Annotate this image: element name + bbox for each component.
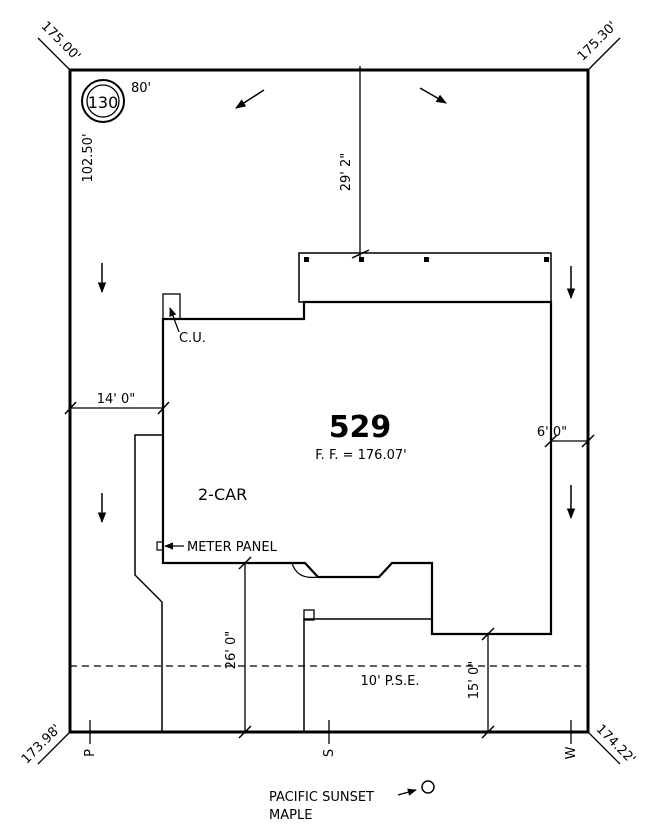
front-setback-label: 15' 0"	[467, 661, 482, 700]
meter-panel-label: METER PANEL	[187, 540, 278, 555]
garage-setback-label: 26' 0"	[224, 631, 239, 670]
lot-boundary	[68, 68, 590, 734]
utility-w-label: W	[564, 746, 579, 759]
patio-post	[304, 257, 309, 262]
rear-setback-label: 29' 2"	[339, 153, 354, 192]
corner-elevation-top-right: 175.30'	[575, 19, 620, 64]
garage-label: 2-CAR	[198, 485, 247, 504]
cu-leader	[169, 307, 180, 333]
easement-label: 10' P.S.E.	[361, 674, 420, 689]
tree-leader	[397, 788, 417, 796]
corner-leaders	[37, 37, 621, 765]
lot-depth-label: 102.50'	[81, 133, 96, 182]
meter-panel-box	[156, 541, 164, 551]
plan-number: 529	[329, 410, 392, 445]
side-walkway	[134, 434, 163, 732]
tree-icon	[421, 780, 435, 794]
house-footprint	[161, 300, 553, 636]
drainage-arrows	[97, 87, 576, 524]
utility-p-label: P	[83, 749, 98, 757]
lot-number: 130	[88, 93, 119, 112]
cu-pad	[162, 293, 181, 320]
tree-label-line2: MAPLE	[269, 808, 312, 823]
drainage-arrow-icon	[419, 87, 447, 104]
lot-width-label: 80'	[131, 81, 151, 96]
left-setback-label: 14' 0"	[97, 392, 136, 407]
door-swing	[291, 562, 319, 579]
utility-s-label: S	[322, 749, 337, 757]
patio-post	[544, 257, 549, 262]
patio-post	[359, 257, 364, 262]
finish-floor: F. F. = 176.07'	[315, 448, 406, 463]
lot-number-circle	[81, 79, 125, 123]
cu-label: C.U.	[179, 331, 206, 346]
patio-post	[424, 257, 429, 262]
drainage-arrow-icon	[235, 89, 265, 109]
hose-bib	[303, 609, 315, 621]
right-setback-label: 6' 0"	[537, 425, 567, 440]
corner-elevation-top-left: 175.00'	[38, 19, 83, 64]
tree-label-line1: PACIFIC SUNSET	[269, 790, 374, 805]
